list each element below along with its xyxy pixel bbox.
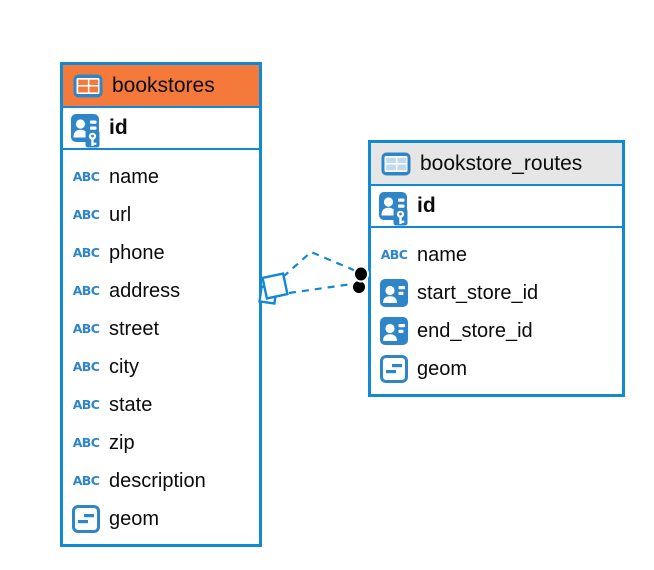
column-row-end-store-id[interactable]: end_store_id (371, 312, 622, 350)
text-type-icon: ABC (71, 434, 101, 450)
text-type-icon: ABC (71, 472, 101, 488)
column-name: name (417, 243, 468, 266)
text-type-icon-glyph: ABC (72, 244, 100, 260)
text-type-icon: ABC (71, 282, 101, 298)
column-name: city (109, 355, 139, 378)
column-name: geom (417, 357, 468, 380)
column-name: zip (109, 431, 135, 454)
column-name: end_store_id (417, 319, 533, 342)
text-type-icon-glyph: ABC (72, 168, 100, 184)
column-row-description[interactable]: ABC description (63, 462, 259, 500)
text-type-icon-glyph: ABC (72, 434, 100, 450)
table-icon (381, 152, 411, 176)
table-name: bookstores (112, 73, 215, 97)
table-bookstore-routes[interactable]: bookstore_routes id ABC name start_store_… (368, 140, 625, 397)
column-row-geom[interactable]: geom (371, 350, 622, 388)
column-row-start-store-id[interactable]: start_store_id (371, 274, 622, 312)
text-type-icon: ABC (71, 244, 101, 260)
column-name: geom (109, 507, 160, 530)
text-type-icon: ABC (71, 320, 101, 336)
table-header[interactable]: bookstores (63, 65, 259, 108)
text-type-icon-glyph: ABC (72, 358, 100, 374)
text-type-icon-glyph: ABC (72, 206, 100, 222)
text-type-icon: ABC (71, 396, 101, 412)
table-name: bookstore_routes (420, 151, 583, 175)
relationship-line-2[interactable] (288, 282, 353, 295)
primary-key-name: id (109, 116, 128, 139)
table-icon (73, 74, 103, 98)
column-name: url (109, 203, 132, 226)
column-row-url[interactable]: ABC url (63, 196, 259, 234)
column-row-address[interactable]: ABC address (63, 272, 259, 310)
column-row-phone[interactable]: ABC phone (63, 234, 259, 272)
text-type-icon: ABC (71, 206, 101, 222)
primary-key-name: id (417, 194, 436, 217)
reference-type-icon (379, 317, 409, 345)
column-name: start_store_id (417, 281, 539, 304)
geometry-type-icon (379, 355, 409, 383)
column-name: state (109, 393, 153, 416)
column-row-name[interactable]: ABC name (63, 158, 259, 196)
text-type-icon: ABC (379, 246, 409, 262)
primary-key-icon (379, 187, 409, 226)
relationship-line-1[interactable] (282, 250, 357, 278)
reference-type-icon (379, 279, 409, 307)
column-row-street[interactable]: ABC street (63, 310, 259, 348)
geometry-type-icon (71, 505, 101, 533)
column-name: street (109, 317, 160, 340)
column-name: phone (109, 241, 165, 264)
primary-key-row[interactable]: id (371, 186, 622, 228)
column-row-name[interactable]: ABC name (371, 236, 622, 274)
text-type-icon: ABC (71, 358, 101, 374)
column-name: name (109, 165, 160, 188)
column-row-state[interactable]: ABC state (63, 386, 259, 424)
relationship-target-marker[interactable] (353, 265, 369, 294)
text-type-icon-glyph: ABC (72, 320, 100, 336)
column-row-city[interactable]: ABC city (63, 348, 259, 386)
relationship-source-marker[interactable] (258, 272, 289, 305)
text-type-icon-glyph: ABC (380, 246, 408, 262)
column-row-geom[interactable]: geom (63, 500, 259, 538)
text-type-icon: ABC (71, 168, 101, 184)
table-header[interactable]: bookstore_routes (371, 143, 622, 186)
column-row-zip[interactable]: ABC zip (63, 424, 259, 462)
columns-list: ABC name start_store_id end_store_id geom (371, 228, 622, 394)
text-type-icon-glyph: ABC (72, 472, 100, 488)
text-type-icon-glyph: ABC (72, 396, 100, 412)
text-type-icon-glyph: ABC (72, 282, 100, 298)
column-name: address (109, 279, 181, 302)
primary-key-icon (71, 109, 101, 148)
column-name: description (109, 469, 206, 492)
primary-key-row[interactable]: id (63, 108, 259, 150)
